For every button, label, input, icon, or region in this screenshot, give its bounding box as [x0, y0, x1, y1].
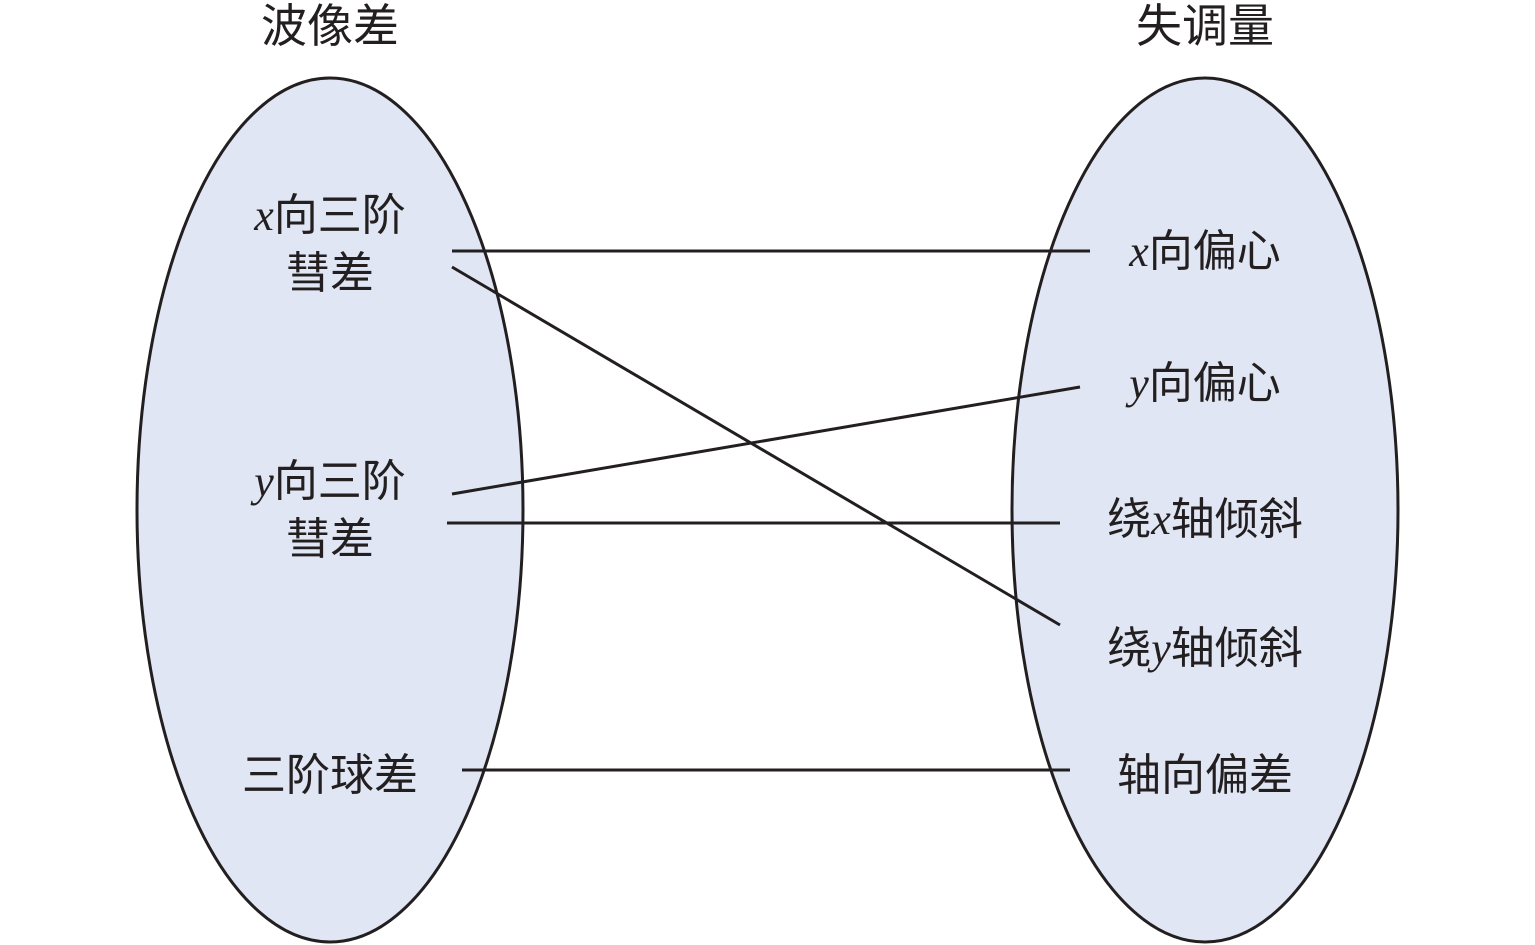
- label-prefix: 绕: [1107, 494, 1151, 545]
- connector-lines: [447, 249, 1090, 772]
- label-text: 轴倾斜: [1171, 494, 1303, 545]
- right-group-title: 失调量: [1136, 0, 1274, 53]
- label-text: 向偏心: [1149, 358, 1281, 409]
- label-text: 轴向偏差: [1117, 750, 1293, 801]
- left-set-ellipse: [135, 76, 525, 944]
- right-item-x-tilt: 绕x轴倾斜: [1107, 494, 1303, 545]
- left-item-spherical-line1: 三阶球差: [242, 750, 418, 801]
- right-set-ellipse: [1010, 76, 1400, 944]
- variable-x: x: [1128, 227, 1149, 276]
- right-item-y-decenter: y向偏心: [1125, 358, 1281, 409]
- left-item-y-coma: y向三阶 彗差: [250, 456, 406, 565]
- variable-y: y: [1147, 624, 1171, 673]
- left-item-x-coma-line2: 彗差: [286, 248, 374, 299]
- left-item-spherical: 三阶球差: [242, 750, 418, 801]
- variable-y: y: [250, 457, 274, 506]
- right-item-axial: 轴向偏差: [1117, 750, 1293, 801]
- label-text: 向偏心: [1149, 226, 1281, 277]
- variable-x: x: [1150, 495, 1171, 544]
- left-item-x-coma: x向三阶 彗差: [253, 190, 406, 299]
- left-item-y-coma-line2: 彗差: [286, 514, 374, 565]
- left-item-y-coma-line1: y向三阶: [250, 456, 406, 507]
- label-text: 三阶球差: [242, 750, 418, 801]
- label-text: 轴倾斜: [1171, 623, 1303, 674]
- right-item-y-tilt: 绕y轴倾斜: [1107, 623, 1303, 674]
- left-group-title: 波像差: [261, 0, 399, 53]
- variable-x: x: [253, 191, 274, 240]
- connector-x-coma-to-y-tilt: [451, 265, 1061, 627]
- label-prefix: 绕: [1107, 623, 1151, 674]
- left-item-x-coma-line1: x向三阶: [253, 190, 406, 241]
- right-item-x-decenter: x向偏心: [1128, 226, 1281, 277]
- label-text: 向三阶: [274, 456, 406, 507]
- variable-y: y: [1125, 359, 1149, 408]
- label-text: 向三阶: [274, 190, 406, 241]
- connector-y-coma-to-y-decenter: [451, 385, 1081, 496]
